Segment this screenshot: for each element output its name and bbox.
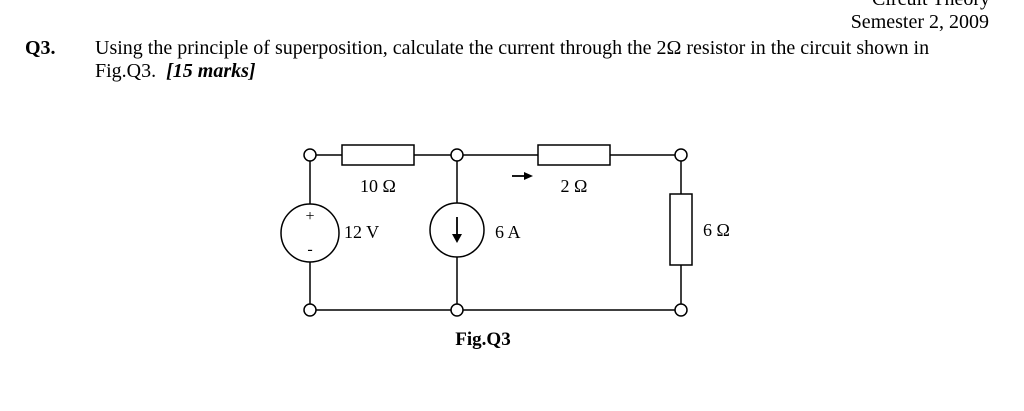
question-text: Using the principle of superposition, ca… (95, 37, 955, 83)
resistor-10-ohm (341, 144, 415, 166)
voltage-source-icon (280, 203, 340, 263)
circuit-wires (309, 154, 682, 311)
label-12-v: 12 V (344, 222, 379, 242)
plus-sign: + (305, 208, 314, 225)
figure-caption: Fig.Q3 (455, 329, 510, 350)
label-6-ohm: 6 Ω (703, 220, 730, 240)
terminal-node (303, 148, 317, 162)
question-number: Q3. (25, 37, 56, 59)
terminal-node (450, 148, 464, 162)
terminal-node (303, 303, 317, 317)
label-2-ohm: 2 Ω (561, 176, 588, 196)
down-arrow-icon (452, 217, 462, 243)
question-body: Using the principle of superposition, ca… (95, 37, 930, 82)
resistor-2-ohm (537, 144, 611, 166)
minus-sign: - (307, 241, 312, 258)
terminal-node (450, 303, 464, 317)
current-direction-arrow-icon (512, 172, 533, 180)
terminal-nodes (303, 148, 688, 317)
label-10-ohm: 10 Ω (360, 176, 396, 196)
header-semester: Semester 2, 2009 (850, 11, 989, 33)
label-6-a: 6 A (495, 222, 521, 242)
resistor-6-ohm (669, 193, 693, 266)
terminal-node (674, 303, 688, 317)
terminal-node (674, 148, 688, 162)
header-course: Circuit Theory (872, 0, 990, 11)
question-marks: [15 marks] (166, 60, 256, 82)
